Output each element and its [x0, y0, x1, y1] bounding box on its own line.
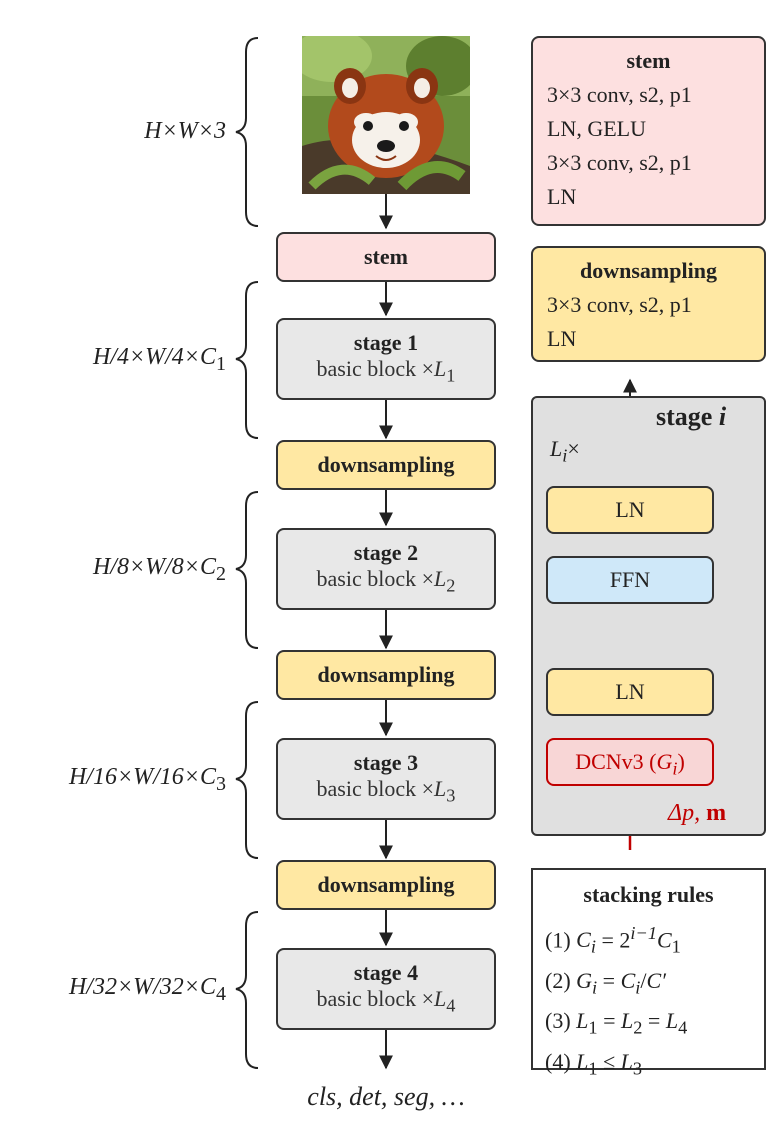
- input-image-red-panda: [302, 36, 470, 194]
- stage-1-title: stage 1: [353, 330, 419, 355]
- stem-detail-box: stem 3×3 conv, s2, p1 LN, GELU 3×3 conv,…: [531, 36, 766, 226]
- downsampling-block-2: downsampling: [276, 650, 496, 700]
- brace-stage2: [235, 491, 259, 649]
- downsampling-detail-line: 3×3 conv, s2, p1: [547, 292, 692, 317]
- dim-label-stage1: H/4×W/4×C1: [92, 344, 226, 375]
- dim-label-stage4: H/32×W/32×C4: [68, 974, 226, 1005]
- stem-detail-line: LN: [547, 184, 577, 209]
- stage-i-ln-lower: LN: [546, 668, 714, 716]
- brace-stage4: [235, 911, 259, 1069]
- stage-1-subtitle: basic block ×L1: [316, 356, 456, 386]
- dim-label-stage2: H/8×W/8×C2: [92, 554, 226, 585]
- downsampling-block-1: downsampling: [276, 440, 496, 490]
- stage-4-subtitle: basic block ×L4: [316, 986, 456, 1016]
- task-outputs-label: cls, det, seg, …: [307, 1082, 465, 1111]
- downsampling-detail-line: LN: [547, 326, 577, 351]
- stage-3-block: stage 3 basic block ×L3: [276, 738, 496, 820]
- dim-label-stage3: H/16×W/16×C3: [68, 764, 226, 795]
- stem-detail-line: LN, GELU: [547, 116, 646, 141]
- stage-2-title: stage 2: [353, 540, 419, 565]
- stacking-rule-2: (2) Gi = Ci/C′: [545, 967, 666, 998]
- dim-label-input: H×W×3: [144, 118, 226, 144]
- stem-block: stem: [276, 232, 496, 282]
- stacking-rules-title: stacking rules: [583, 882, 714, 907]
- brace-stage1: [235, 281, 259, 439]
- stage-4-title: stage 4: [353, 960, 419, 985]
- offset-mask-label: Δp, m: [668, 800, 727, 826]
- stacking-rule-1: (1) Ci = 2i−1C1: [545, 923, 681, 957]
- stage-2-block: stage 2 basic block ×L2: [276, 528, 496, 610]
- downsampling-detail-box: downsampling 3×3 conv, s2, p1 LN: [531, 246, 766, 362]
- stem-detail-line: 3×3 conv, s2, p1: [547, 150, 692, 175]
- stage-4-block: stage 4 basic block ×L4: [276, 948, 496, 1030]
- brace-stage3: [235, 701, 259, 859]
- stem-detail-title: stem: [626, 48, 671, 73]
- stage-3-subtitle: basic block ×L3: [316, 776, 456, 806]
- stage-2-subtitle: basic block ×L2: [316, 566, 456, 596]
- stacking-rules-box: stacking rules (1) Ci = 2i−1C1 (2) Gi = …: [531, 868, 766, 1078]
- stage-i-dcnv3: DCNv3 (Gi): [546, 738, 714, 786]
- stacking-rule-4: (4) L1 ≤ L3: [545, 1048, 643, 1078]
- downsampling-detail-title: downsampling: [580, 258, 717, 283]
- dimension-braces: [235, 37, 259, 1069]
- stacking-rule-3: (3) L1 = L2 = L4: [545, 1008, 688, 1038]
- brace-input: [235, 37, 259, 227]
- downsampling-block-3: downsampling: [276, 860, 496, 910]
- stem-detail-line: 3×3 conv, s2, p1: [547, 82, 692, 107]
- stage-i-title: stage i: [656, 402, 727, 431]
- stage-i-repeat-label: Li×: [550, 436, 580, 466]
- stage-i-ffn: FFN: [546, 556, 714, 604]
- stage-3-title: stage 3: [353, 750, 419, 775]
- stage-1-block: stage 1 basic block ×L1: [276, 318, 496, 400]
- stage-i-ln-upper: LN: [546, 486, 714, 534]
